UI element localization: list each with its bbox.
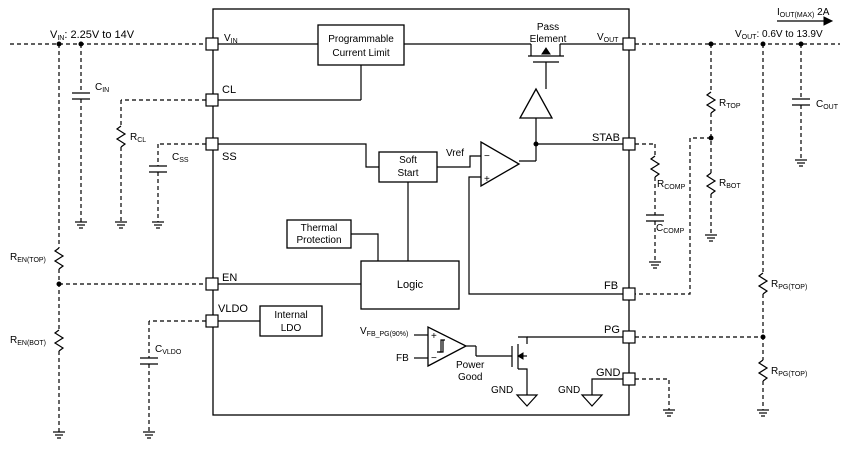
pin-stab <box>622 137 636 151</box>
rpg-top-label-1: RPG(TOP) <box>771 279 807 291</box>
ground-symbol <box>143 431 155 439</box>
pin-en-label: EN <box>222 272 237 284</box>
rbot-label: RBOT <box>719 178 741 190</box>
current-limit-block <box>317 24 405 66</box>
pg-comp-plus: + <box>431 331 437 342</box>
pin-pg <box>622 330 636 344</box>
ground-symbol <box>53 431 65 439</box>
css-label: CSS <box>172 152 189 164</box>
ground-symbol <box>152 221 164 229</box>
thermal-line2: Protection <box>296 235 341 246</box>
internal-ldo-block <box>259 305 323 337</box>
pin-cl-label: CL <box>222 84 236 96</box>
ground-symbol <box>649 261 661 269</box>
vref-label: Vref <box>446 148 464 159</box>
pin-vin <box>205 37 219 51</box>
ren-bot-resistor <box>53 329 65 352</box>
pin-vldo-label: VLDO <box>218 303 248 315</box>
pass-element-mosfet <box>528 44 564 89</box>
rtop-resistor <box>705 91 717 114</box>
ground-symbol <box>757 409 769 417</box>
rpg-top-label-2: RPG(TOP) <box>771 366 807 378</box>
cvldo-label: CVLDO <box>155 344 182 356</box>
rpg-top-resistor-2 <box>757 359 769 382</box>
error-amp-plus: + <box>484 174 490 185</box>
ic-outline <box>212 8 630 416</box>
pin-vin-label: VIN <box>224 33 238 45</box>
rpg-top-resistor-1 <box>757 272 769 295</box>
ccomp-label: CCOMP <box>656 223 685 235</box>
cin-label: CIN <box>95 82 109 94</box>
internal-ldo-line2: LDO <box>281 323 302 334</box>
error-amp-minus: − <box>484 151 490 162</box>
iout-label: IOUT(MAX) 2A <box>777 7 830 19</box>
hysteresis-symbol <box>439 340 444 353</box>
vin-rail-label: VIN: 2.25V to 14V <box>50 29 135 42</box>
cout-label: COUT <box>816 99 839 111</box>
ground-symbol <box>663 409 675 417</box>
rcomp-label: RCOMP <box>657 179 686 191</box>
rcomp-resistor <box>649 155 661 178</box>
pin-stab-label: STAB <box>592 132 620 144</box>
internal-ldo-line1: Internal <box>274 310 307 321</box>
fb-internal-wire <box>468 176 623 295</box>
error-amplifier <box>480 140 521 188</box>
ss-internal-wire <box>218 143 379 168</box>
chip-ground <box>580 394 604 407</box>
fb-external-wire <box>635 137 711 295</box>
gnd-internal-1: GND <box>491 385 513 396</box>
soft-start-line2: Start <box>397 168 418 179</box>
current-limit-line1: Programmable <box>328 34 394 45</box>
soft-start-block <box>378 151 438 183</box>
power-good-line1: Power <box>456 360 485 371</box>
thermal-protection-block <box>286 219 352 249</box>
pin-fb-label: FB <box>604 280 618 292</box>
pin-fb <box>622 287 636 301</box>
vfb-pg-label: VFB_PG(90%) <box>360 326 408 338</box>
ground-symbol <box>705 234 717 242</box>
gnd-internal-wire <box>591 378 623 395</box>
pin-ss <box>205 137 219 151</box>
power-good-line2: Good <box>458 372 482 383</box>
gnd-internal-2: GND <box>558 385 580 396</box>
vout-rail-label: VOUT: 0.6V to 13.9V <box>735 29 823 41</box>
pin-en <box>205 277 219 291</box>
thermal-line1: Thermal <box>301 223 338 234</box>
ren-bot-label: REN(BOT) <box>10 335 46 347</box>
gnd-external-wire <box>635 378 670 410</box>
logic-label: Logic <box>397 279 424 291</box>
pin-cl <box>205 93 219 107</box>
power-good-comparator <box>427 325 468 368</box>
pass-element-line2: Element <box>530 34 567 45</box>
current-limit-line2: Current Limit <box>332 48 389 59</box>
ground-symbol <box>75 221 87 229</box>
pin-vout-label: VOUT <box>597 32 619 44</box>
pg-internal-ground <box>515 394 539 407</box>
rcl-label: RCL <box>130 132 146 144</box>
pin-pg-label: PG <box>604 324 620 336</box>
ground-symbol <box>795 159 807 167</box>
iout-arrowhead <box>823 16 834 26</box>
pass-element-line1: Pass <box>537 22 559 33</box>
rtop-label: RTOP <box>719 98 741 110</box>
soft-start-line1: Soft <box>399 155 417 166</box>
pg-fb-input-label: FB <box>396 353 409 364</box>
ren-top-resistor <box>53 247 65 270</box>
ren-top-label: REN(TOP) <box>10 252 46 264</box>
pin-vout <box>622 37 636 51</box>
rbot-resistor <box>705 172 717 195</box>
pg-comp-minus: − <box>431 353 437 364</box>
pin-vldo <box>205 314 219 328</box>
ground-symbol <box>115 221 127 229</box>
pin-gnd-label: GND <box>596 367 621 379</box>
vref-wire <box>437 155 481 168</box>
logic-block <box>360 260 460 310</box>
thermal-logic-wire <box>351 233 379 261</box>
pin-ss-label: SS <box>222 151 237 163</box>
pin-gnd <box>622 372 636 386</box>
rcl-resistor <box>115 125 127 148</box>
